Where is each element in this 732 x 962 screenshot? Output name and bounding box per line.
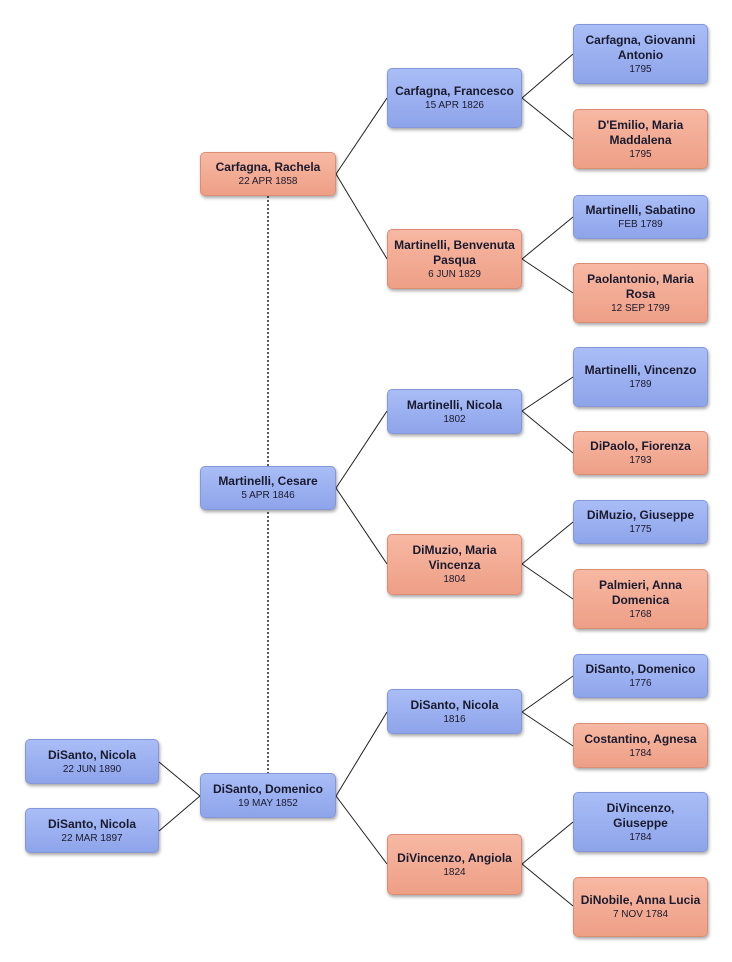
person-card-vincenzo[interactable]: Martinelli, Vincenzo 1789 [573,347,708,407]
person-name: DiSanto, Nicola [47,816,136,831]
person-card-nicola-1816[interactable]: DiSanto, Nicola 1816 [387,689,522,734]
connector-line [521,521,574,565]
person-date: 1795 [629,148,652,160]
person-name: Martinelli, Nicola [406,397,503,412]
person-card-anna-domenica[interactable]: Palmieri, Anna Domenica 1768 [573,569,708,629]
person-name: Martinelli, Benvenuta Pasqua [394,237,515,267]
person-card-domenico[interactable]: DiSanto, Domenico 19 MAY 1852 [200,773,336,818]
person-date: 1802 [443,413,466,425]
person-name: Paolantonio, Maria Rosa [587,271,694,301]
person-date: 22 APR 1858 [238,176,298,187]
person-name: Martinelli, Sabatino [585,203,696,217]
person-name: Martinelli, Vincenzo [584,363,697,377]
person-name: Carfagna, Rachela [215,160,321,174]
person-card-fiorenza[interactable]: DiPaolo, Fiorenza 1793 [573,431,708,475]
person-card-maria-maddalena[interactable]: D'Emilio, Maria Maddalena 1795 [573,109,708,169]
connector-line [521,563,574,600]
person-date: 1789 [629,379,652,390]
person-name: Palmieri, Anna Domenica [599,577,682,607]
connector-line [521,216,574,260]
person-name: DiSanto, Domenico [212,781,323,796]
person-date: 22 JUN 1890 [62,763,122,775]
connector-line [521,53,574,99]
person-card-giuseppe-1784[interactable]: DiVincenzo, Giuseppe 1784 [573,792,708,852]
person-date: 7 NOV 1784 [612,909,669,920]
connector-line [521,821,574,865]
person-name: D'Emilio, Maria Maddalena [597,117,684,147]
person-date: 12 SEP 1799 [611,302,670,314]
person-card-domenico-1776[interactable]: DiSanto, Domenico 1776 [573,654,708,698]
connector-line [521,410,574,454]
person-card-giovanni[interactable]: Carfagna, Giovanni Antonio 1795 [573,24,708,84]
connector-line [335,795,388,865]
person-card-maria-vincenza[interactable]: DiMuzio, Maria Vincenza 1804 [387,534,522,595]
person-date: 22 MAR 1897 [61,832,123,844]
person-name: DiSanto, Domenico [585,662,696,676]
person-card-francesco[interactable]: Carfagna, Francesco 15 APR 1826 [387,68,522,128]
person-card-agnesa[interactable]: Costantino, Agnesa 1784 [573,723,708,768]
person-card-giuseppe-1775[interactable]: DiMuzio, Giuseppe 1775 [573,500,708,544]
person-date: 15 APR 1826 [425,100,484,111]
connector-line [335,711,388,797]
person-date: 1768 [629,608,652,620]
person-name: Costantino, Agnesa [584,731,697,746]
person-card-maria-rosa[interactable]: Paolantonio, Maria Rosa 12 SEP 1799 [573,263,708,323]
connector-line [335,487,388,565]
connector-line [335,410,388,489]
connector-line [158,761,201,797]
connector-line [158,795,201,832]
person-date: 5 APR 1846 [241,490,295,501]
person-card-benvenuta[interactable]: Martinelli, Benvenuta Pasqua 6 JUN 1829 [387,229,522,289]
person-date: 1784 [629,831,652,843]
person-card-cesare[interactable]: Martinelli, Cesare 5 APR 1846 [200,466,336,510]
connector-line [335,97,388,175]
person-date: 1776 [629,678,652,689]
person-date: 6 JUN 1829 [428,268,481,280]
person-date: 1795 [629,63,652,75]
person-name: DiMuzio, Giuseppe [586,508,695,522]
connector-line [521,711,574,747]
person-card-anna-lucia[interactable]: DiNobile, Anna Lucia 7 NOV 1784 [573,877,708,937]
connector-line [521,97,574,140]
person-name: DiMuzio, Maria Vincenza [412,543,497,572]
person-date: 1804 [443,574,466,585]
connector-line [335,173,388,260]
connector-line [521,863,574,907]
person-date: 1824 [443,866,466,878]
connector-line [521,376,574,412]
person-name: DiNobile, Anna Lucia [580,893,701,907]
person-name: DiVincenzo, Angiola [397,850,512,865]
person-name: DiPaolo, Fiorenza [590,439,691,453]
person-name: DiVincenzo, Giuseppe [606,800,675,830]
person-date: 19 MAY 1852 [238,797,298,809]
person-card-sabatino[interactable]: Martinelli, Sabatino FEB 1789 [573,195,708,239]
person-card-nicola-1897[interactable]: DiSanto, Nicola 22 MAR 1897 [25,808,159,853]
person-name: Martinelli, Cesare [218,474,318,488]
person-card-nicola-1890[interactable]: DiSanto, Nicola 22 JUN 1890 [25,739,159,784]
person-name: Carfagna, Francesco [395,84,514,98]
person-card-angiola[interactable]: DiVincenzo, Angiola 1824 [387,834,522,895]
person-card-rachela[interactable]: Carfagna, Rachela 22 APR 1858 [200,152,336,196]
connector-line [521,675,574,713]
person-name: DiSanto, Nicola [410,697,499,712]
person-date: 1816 [443,713,466,725]
person-date: FEB 1789 [618,219,663,230]
person-date: 1793 [629,455,652,466]
person-date: 1784 [629,747,652,759]
person-name: Carfagna, Giovanni Antonio [585,32,696,62]
person-name: DiSanto, Nicola [47,747,136,762]
connector-line [521,258,574,294]
person-date: 1775 [629,524,652,535]
person-card-nicola-1802[interactable]: Martinelli, Nicola 1802 [387,389,522,434]
